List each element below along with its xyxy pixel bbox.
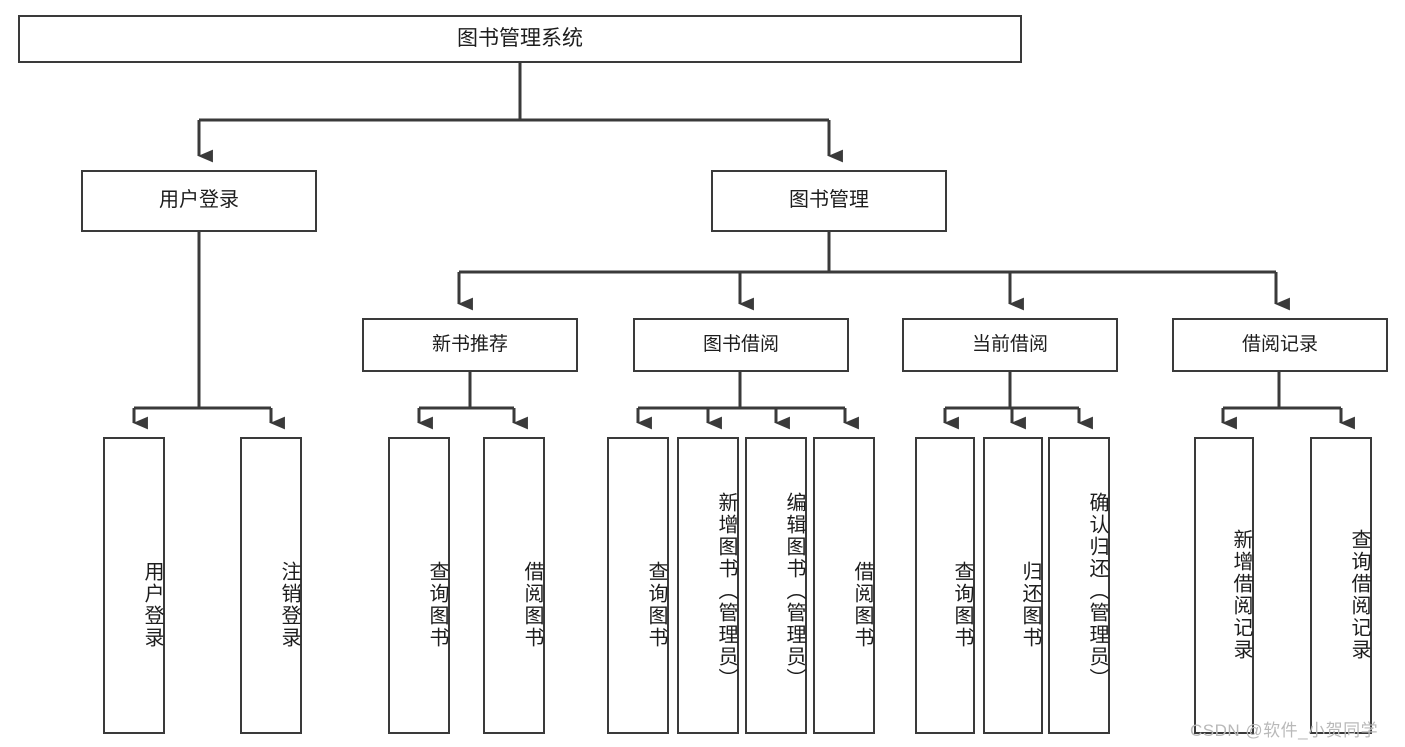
leaf-query-book-3[interactable]: 查询图书 (915, 437, 975, 734)
leaf-user-login-label: 用户登录 (141, 560, 163, 649)
leaf-return-book[interactable]: 归还图书 (983, 437, 1043, 734)
node-root-label: 图书管理系统 (457, 26, 583, 50)
node-borrow-record[interactable]: 借阅记录 (1172, 318, 1388, 372)
node-user-login-label: 用户登录 (159, 189, 239, 212)
node-borrow-record-label: 借阅记录 (1241, 333, 1318, 355)
node-book-borrow[interactable]: 图书借阅 (633, 318, 849, 372)
node-book-management[interactable]: 图书管理 (711, 170, 947, 232)
leaf-edit-book-label: 编辑图书（管理员） (783, 491, 805, 690)
node-current-borrow[interactable]: 当前借阅 (902, 318, 1118, 372)
node-new-book-recommend-label: 新书推荐 (431, 333, 508, 355)
node-book-management-label: 图书管理 (789, 189, 869, 212)
watermark-text: CSDN @软件_小贺同学 (1190, 721, 1379, 740)
leaf-logout-login-label: 注销登录 (278, 560, 300, 649)
leaf-confirm-return-label: 确认归还（管理员） (1086, 491, 1108, 690)
leaf-confirm-return[interactable]: 确认归还（管理员） (1048, 437, 1110, 734)
leaf-borrow-book-2-label: 借阅图书 (851, 560, 873, 649)
leaf-query-record-label: 查询借阅记录 (1348, 528, 1370, 661)
leaf-query-book-1[interactable]: 查询图书 (388, 437, 450, 734)
node-current-borrow-label: 当前借阅 (971, 333, 1048, 355)
node-new-book-recommend[interactable]: 新书推荐 (362, 318, 578, 372)
leaf-add-record-label: 新增借阅记录 (1230, 528, 1252, 661)
leaf-return-book-label: 归还图书 (1019, 560, 1041, 649)
leaf-query-record[interactable]: 查询借阅记录 (1310, 437, 1372, 734)
node-root[interactable]: 图书管理系统 (18, 15, 1022, 63)
leaf-user-login[interactable]: 用户登录 (103, 437, 165, 734)
leaf-borrow-book-1[interactable]: 借阅图书 (483, 437, 545, 734)
leaf-edit-book[interactable]: 编辑图书（管理员） (745, 437, 807, 734)
leaf-borrow-book-2[interactable]: 借阅图书 (813, 437, 875, 734)
leaf-query-book-2[interactable]: 查询图书 (607, 437, 669, 734)
leaf-query-book-1-label: 查询图书 (426, 560, 448, 649)
leaf-logout-login[interactable]: 注销登录 (240, 437, 302, 734)
leaf-add-book[interactable]: 新增图书（管理员） (677, 437, 739, 734)
leaf-query-book-2-label: 查询图书 (645, 560, 667, 649)
leaf-borrow-book-1-label: 借阅图书 (521, 560, 543, 649)
leaf-query-book-3-label: 查询图书 (951, 560, 973, 649)
leaf-add-book-label: 新增图书（管理员） (715, 491, 737, 690)
node-user-login[interactable]: 用户登录 (81, 170, 317, 232)
node-book-borrow-label: 图书借阅 (702, 333, 779, 355)
leaf-add-record[interactable]: 新增借阅记录 (1194, 437, 1254, 734)
